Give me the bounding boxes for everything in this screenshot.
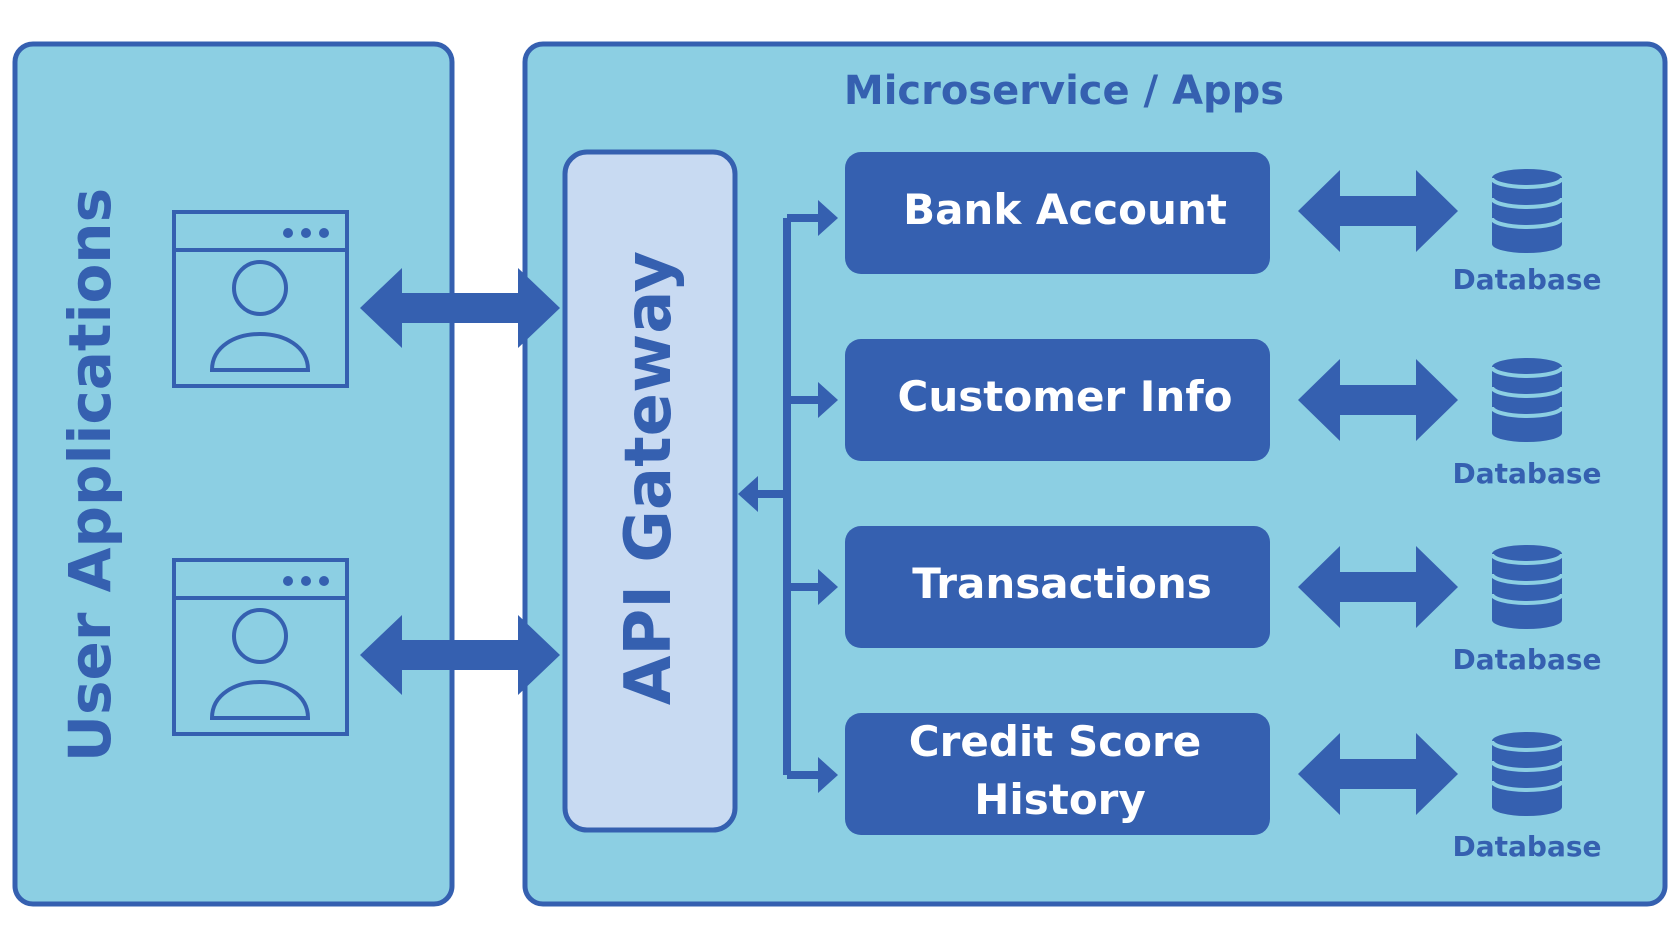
user-window-icon [172,210,349,388]
service-label: Bank Account [903,185,1227,234]
service-customer-info: Customer Info [845,339,1270,461]
database-icon [1490,358,1564,442]
gateway-service-connector [738,200,838,793]
service-label-line-1: Credit Score [909,717,1201,766]
microservice-panel: Microservice / Apps API Gateway [522,41,1668,907]
microservice-title: Microservice / Apps [844,68,1284,114]
double-arrow-icon [360,615,560,695]
database-label: Database [1452,457,1601,490]
database-group: Database [1452,358,1602,490]
service-label-line-2: History [974,775,1146,824]
user-applications-panel: User Applications [12,41,455,907]
service-label: Transactions [912,559,1211,608]
database-icon [1490,732,1564,816]
service-transactions: Transactions [845,526,1270,648]
database-group: Database [1452,169,1602,296]
database-group: Database [1452,732,1602,863]
database-group: Database [1452,545,1602,676]
user-window-icon [172,558,349,736]
api-gateway-box: API Gateway [562,149,738,833]
double-arrow-icon [360,268,560,348]
database-icon [1490,169,1564,253]
double-arrow-icon [1298,546,1458,628]
double-arrow-icon [1298,733,1458,815]
user-applications-label: User Applications [56,188,124,762]
service-bank-account: Bank Account [845,152,1270,274]
database-label: Database [1452,830,1601,863]
service-label: Customer Info [898,372,1233,421]
database-label: Database [1452,263,1601,296]
double-arrow-icon [1298,359,1458,441]
double-arrow-icon [1298,170,1458,252]
database-label: Database [1452,643,1601,676]
database-icon [1490,545,1564,629]
service-credit-score-history: Credit Score History [845,713,1270,835]
api-gateway-label: API Gateway [612,251,686,705]
